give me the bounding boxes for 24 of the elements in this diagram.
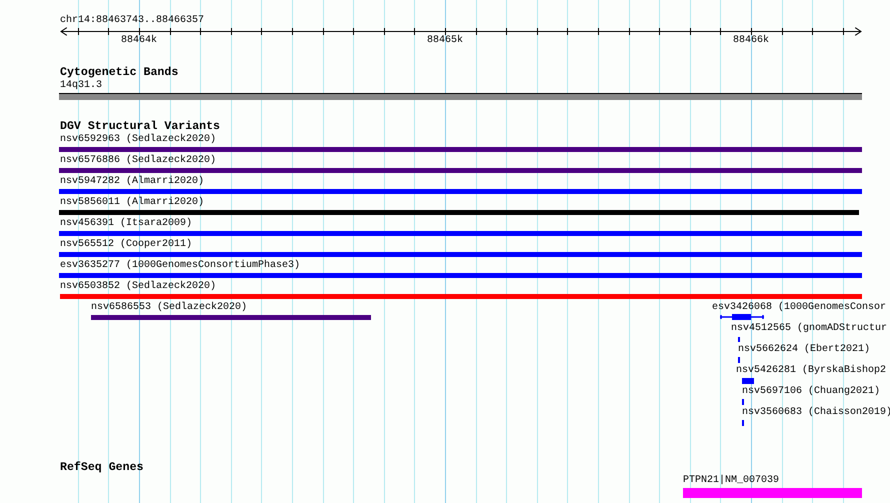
feature-label: 14q31.3 [60, 80, 102, 92]
feature-label: nsv5697106 (Chuang2021) [742, 386, 880, 398]
scale-label: 88465k [427, 35, 464, 47]
feature-label: nsv5856011 (Almarri2020) [60, 197, 204, 209]
position-label: chr14:88463743..88466357 [60, 15, 204, 27]
feature-label: nsv4512565 (gnomADStructur [731, 323, 888, 335]
feature-label: nsv6586553 (Sedlazeck2020) [91, 302, 248, 314]
feature-label: PTPN21|NM_007039 [683, 475, 780, 487]
track-heading: Cytogenetic Bands [60, 67, 178, 79]
scale-label: 88466k [733, 35, 770, 47]
feature-label: nsv3560683 (Chaisson2019) [742, 407, 890, 419]
feature-label: nsv6576886 (Sedlazeck2020) [60, 155, 216, 167]
feature-label: nsv5662624 (Ebert2021) [738, 344, 870, 356]
track-heading: RefSeq Genes [60, 462, 144, 474]
scale-label: 88464k [121, 35, 158, 47]
feature-label: nsv5947282 (Almarri2020) [60, 176, 204, 188]
track-heading: DGV Structural Variants [60, 121, 220, 133]
feature-label: nsv456391 (Itsara2009) [60, 218, 192, 230]
feature-label: nsv6592963 (Sedlazeck2020) [60, 134, 216, 146]
feature-label: nsv565512 (Cooper2011) [60, 239, 192, 251]
feature-label: esv3426068 (1000GenomesConsor [712, 302, 886, 314]
feature-label: nsv6503852 (Sedlazeck2020) [60, 281, 216, 293]
feature-label: nsv5426281 (ByrskaBishop2 [736, 365, 886, 377]
feature-label: esv3635277 (1000GenomesConsortiumPhase3) [60, 260, 300, 272]
